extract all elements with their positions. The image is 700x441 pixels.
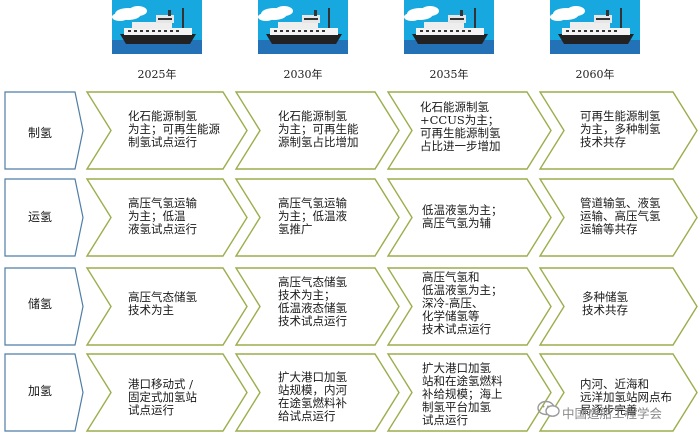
chevron-refueling-4 [538, 353, 698, 432]
chevron-production-3 [386, 91, 552, 170]
wechat-icon [537, 400, 560, 417]
watermark: 中国造船工程学会 [562, 406, 663, 421]
row-header-box-storage [4, 267, 84, 346]
cell-refueling-2060: 内河、近海和 远洋加氢站网点布 局逐步完善 [580, 377, 672, 417]
cell-transport-2025: 高压气氢运输 为主；低温 液氢试点运行 [128, 196, 197, 236]
cell-storage-2030: 高压气态储氢 技术为主； 低温液态储氢 技术试点运行 [278, 275, 347, 328]
chevron-production-4 [538, 91, 698, 170]
year-label-2030: 2030年 [283, 68, 323, 81]
chevron-production-2 [234, 91, 400, 170]
cell-storage-2035: 高压气氢和 低温液氢为主； 深冷-高压、 化学储氢等 技术试点运行 [422, 270, 503, 336]
year-label-2025: 2025年 [137, 68, 177, 81]
chevron-transport-1 [85, 178, 248, 257]
cell-production-2030: 化石能源制氢 为主；可再生能 源制氢占比增加 [278, 109, 359, 149]
chevron-production-1 [85, 91, 248, 170]
cell-transport-2060: 管道输氢、液氢 运输、高压气氢 运输等共存 [580, 196, 661, 236]
chevron-refueling-1 [85, 353, 248, 432]
chevron-storage-2 [234, 267, 400, 346]
ship-illustration-2025 [112, 0, 202, 54]
ship-illustration-2030 [258, 0, 348, 54]
year-label-2035: 2035年 [429, 68, 469, 81]
chevron-transport-4 [538, 178, 698, 257]
row-label-hydrogen-transport: 运氢 [27, 210, 52, 224]
cell-storage-2025: 高压气态储氢 技术为主 [128, 290, 197, 317]
chevron-storage-1 [85, 267, 248, 346]
row-label-hydrogen-storage: 储氢 [27, 297, 52, 311]
row-header-box-production [4, 91, 84, 170]
row-label-hydrogen-refueling: 加氢 [27, 384, 52, 398]
ship-illustration-2060 [550, 0, 640, 54]
cell-production-2025: 化石能源制氢 为主；可再生能源 制氢试点运行 [128, 109, 220, 149]
chevron-transport-2 [234, 178, 400, 257]
chevron-refueling-3 [386, 353, 552, 432]
row-header-box-transport [4, 178, 84, 257]
cell-refueling-2035: 扩大港口加氢 站和在途氢燃料 补给规模；海上 制氢平台加氢 试点运行 [422, 361, 503, 427]
row-label-hydrogen-production: 制氢 [27, 126, 52, 140]
cell-transport-2035: 低温液氢为主； 高压气氢为辅 [422, 203, 503, 230]
chevron-transport-3 [386, 178, 552, 257]
ship-illustration-2035 [404, 0, 494, 54]
cell-production-2035: 化石能源制氢 +CCUS为主； 可再生能源制氢 占比进一步增加 [420, 100, 501, 153]
chevron-storage-3 [386, 267, 552, 346]
cell-production-2060: 可再生能源制氢 为主，多种制氢 技术共存 [580, 109, 661, 149]
cell-storage-2060: 多种储氢 技术共存 [582, 290, 628, 317]
chevron-refueling-2 [234, 353, 400, 432]
cell-refueling-2030: 扩大港口加氢 站规模，内河 在途氢燃料补 给试点运行 [278, 370, 347, 423]
chevron-storage-4 [538, 267, 698, 346]
cell-transport-2030: 高压气氢运输 为主；低温液 氢推广 [278, 196, 347, 236]
row-header-box-refueling [4, 353, 84, 432]
cell-refueling-2025: 港口移动式 / 固定式加氢站 试点运行 [128, 377, 197, 417]
year-label-2060: 2060年 [575, 68, 615, 81]
